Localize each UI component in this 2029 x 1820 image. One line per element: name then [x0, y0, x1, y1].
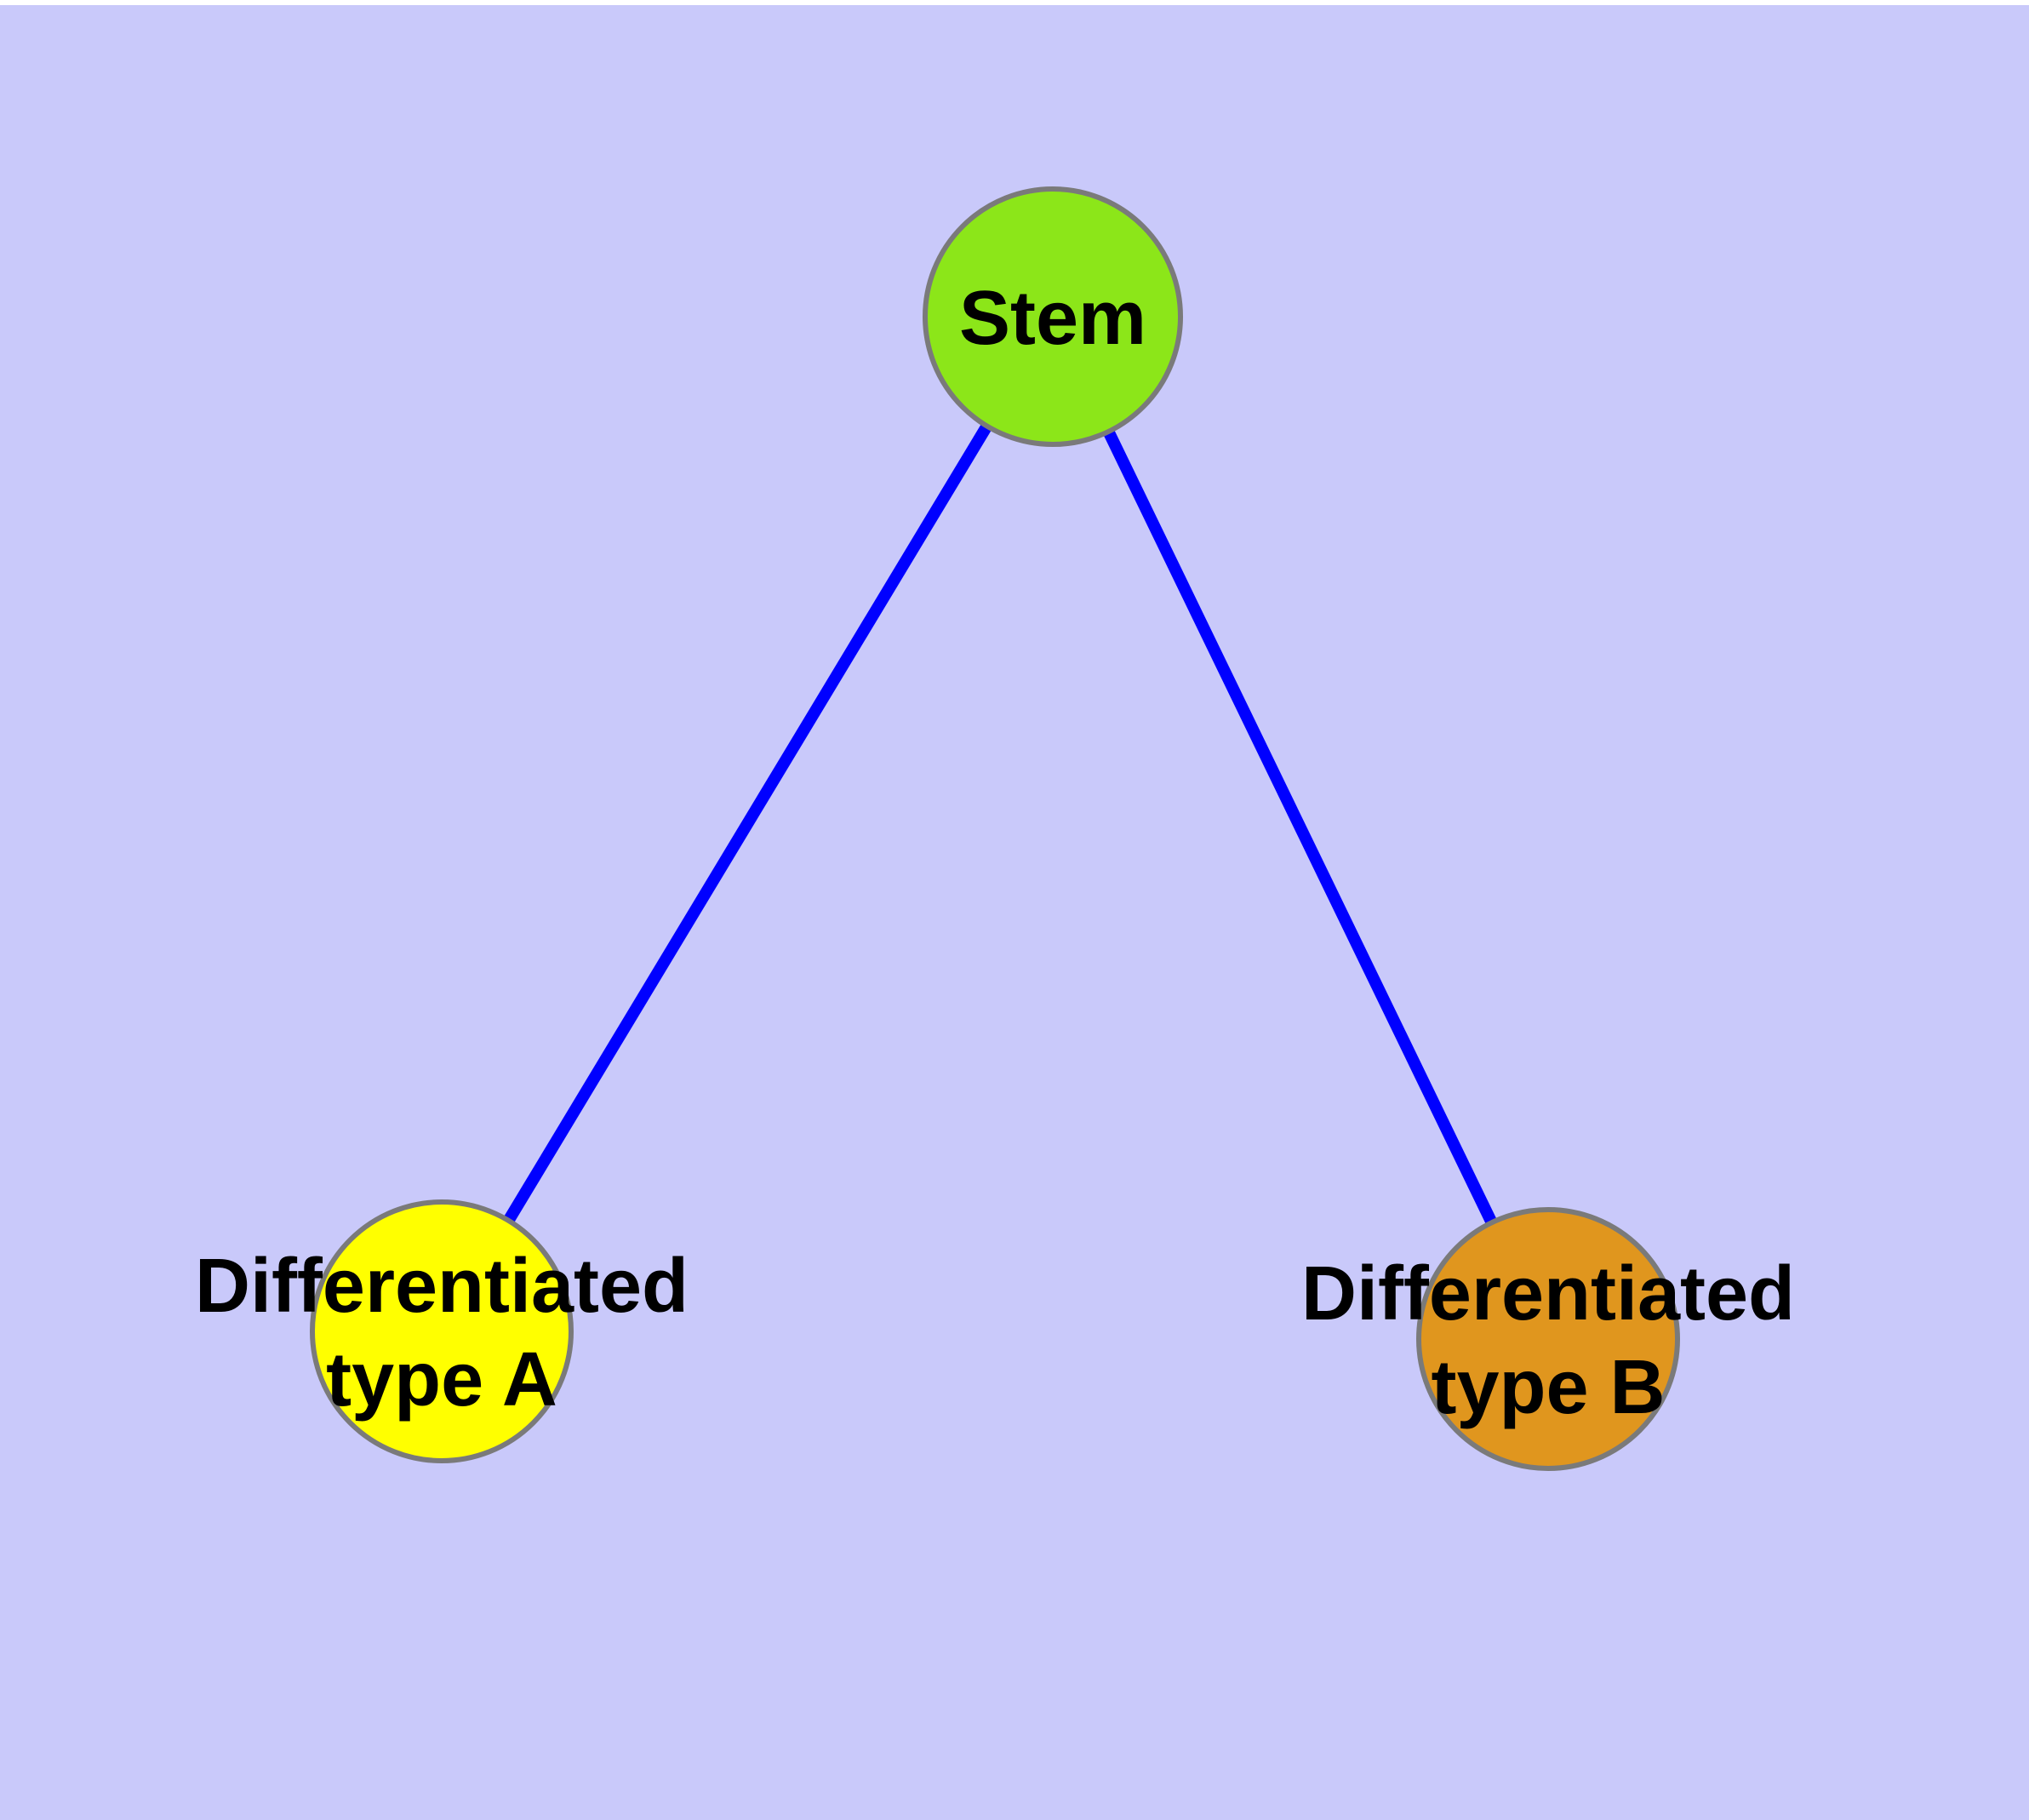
node-differentiated-type-a-label-line: type A: [326, 1337, 557, 1422]
node-differentiated-type-b-label: Differentiated type B: [1301, 1251, 1795, 1430]
node-differentiated-type-a-label-line: Differentiated: [195, 1244, 689, 1329]
edge-stem-to-differentiated-type-b: [1047, 313, 1554, 1342]
node-differentiated-type-a-circle: [310, 1199, 574, 1463]
edge-stem-to-differentiated-type-a: [437, 313, 1058, 1335]
node-differentiated-type-b-circle: [1416, 1207, 1680, 1471]
node-stem: Stem: [923, 186, 1183, 447]
node-differentiated-type-b: Differentiated type B: [1301, 1207, 1795, 1471]
node-stem-circle: [923, 186, 1183, 447]
node-differentiated-type-b-label-line: type B: [1431, 1345, 1665, 1430]
node-stem-label-line: Stem: [959, 276, 1146, 361]
node-stem-label: Stem: [959, 276, 1146, 361]
node-differentiated-type-b-label-line: Differentiated: [1301, 1251, 1795, 1336]
